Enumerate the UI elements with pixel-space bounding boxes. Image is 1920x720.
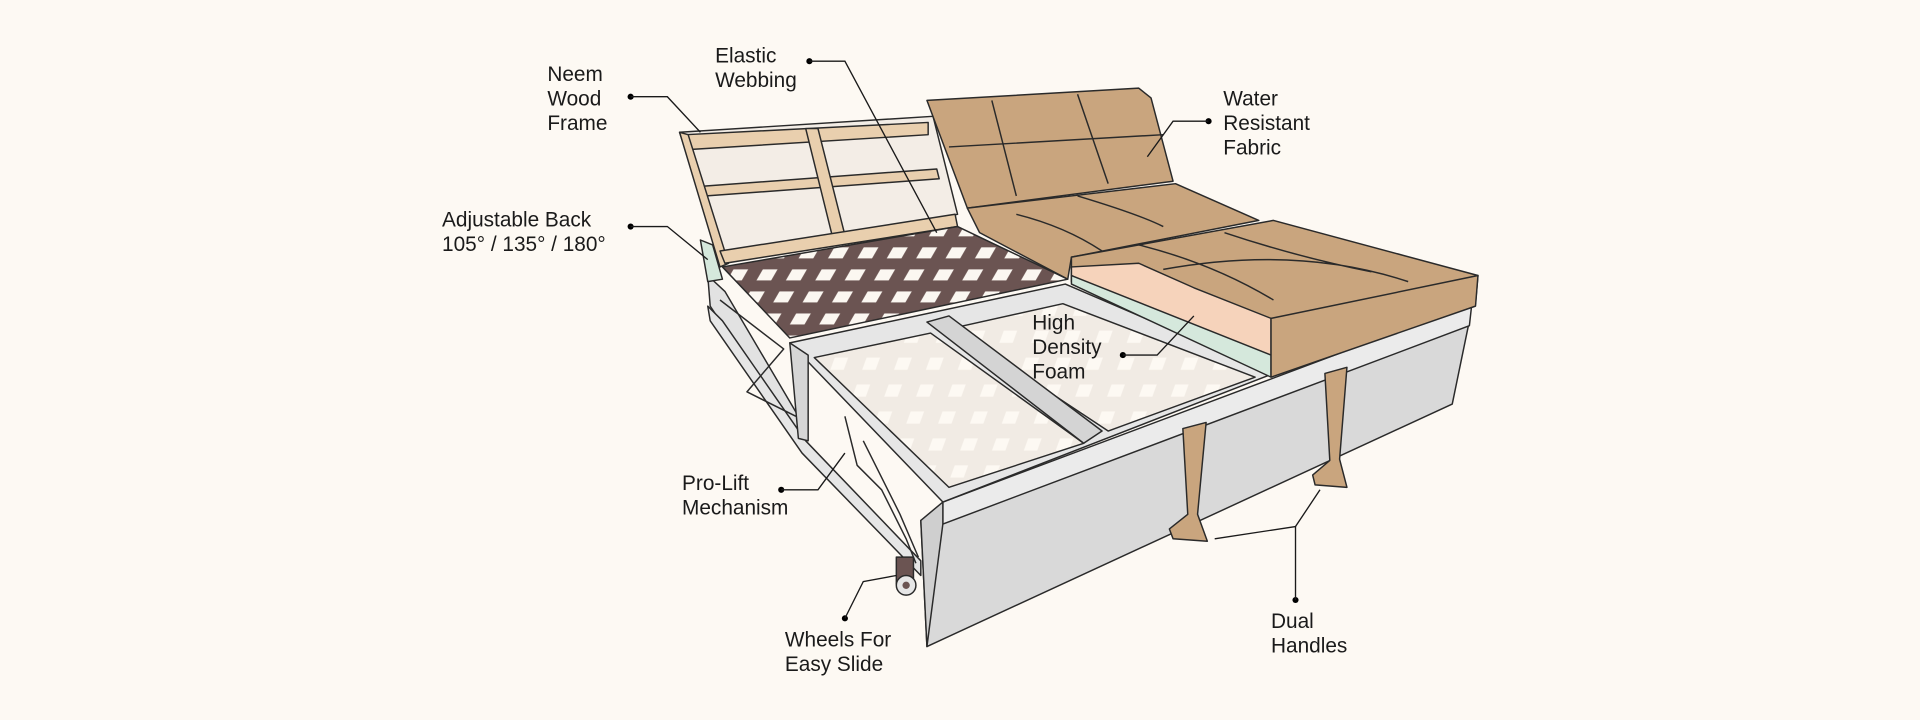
wheel [895,556,917,596]
leader-lines [627,58,1321,622]
dual-handles [1168,366,1348,542]
pullout-frame [789,283,1275,503]
backrest-frame [678,115,959,283]
label-elastic-webbing: Elastic Webbing [715,44,797,91]
sofa-cushions [926,87,1479,378]
label-adjustable-back: Adjustable Back 105° / 135° / 180° [442,209,606,256]
label-high-density-foam: High Density Foam [1032,311,1107,383]
label-pro-lift-mechanism: Pro-Lift Mechanism [682,472,788,519]
label-wheels: Wheels For Easy Slide [785,629,897,676]
label-neem-wood-frame: Neem Wood Frame [547,63,608,135]
label-dual-handles: Dual Handles [1271,610,1347,657]
lift-mechanism [707,274,922,577]
label-water-resistant-fabric: Water Resistant Fabric [1223,87,1315,159]
